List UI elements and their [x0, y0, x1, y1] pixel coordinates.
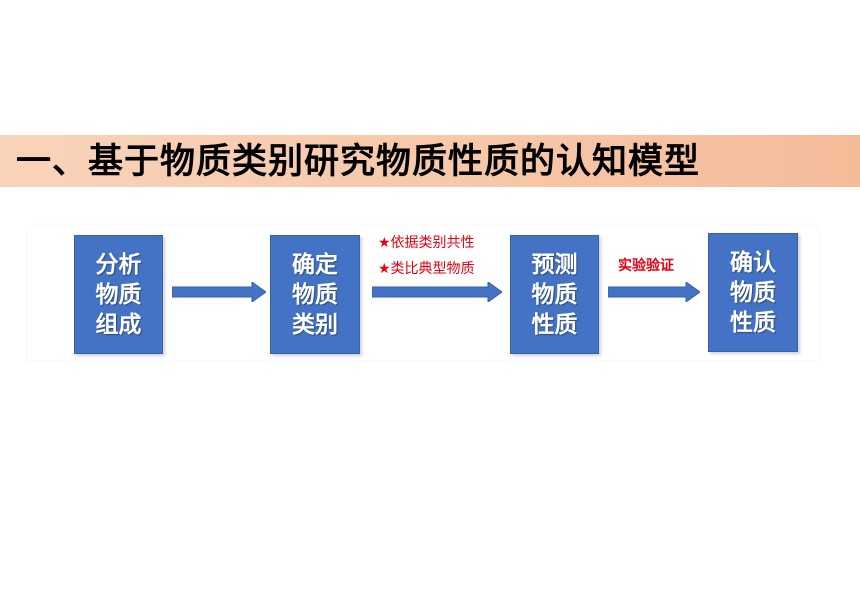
page-title: 一、基于物质类别研究物质性质的认知模型 — [16, 142, 701, 182]
annotation-typical-analogy: ★类比典型物质 — [378, 261, 475, 277]
step-label: 确认物质性质 — [730, 249, 776, 336]
arrow-right-icon — [172, 282, 266, 302]
step-label: 确定物质类别 — [292, 251, 338, 338]
step-label: 分析物质组成 — [95, 251, 142, 338]
arrow-right-icon — [372, 282, 502, 302]
step-label: 预测物质性质 — [531, 251, 578, 338]
annotation-category-commonality: ★依据类别共性 — [378, 235, 475, 251]
annotation-experimental-verification: 实验验证 — [618, 258, 674, 274]
arrow-right-icon — [608, 282, 700, 302]
step-box-predict-properties: 预测物质性质 — [510, 235, 599, 354]
title-band — [0, 135, 860, 187]
step-box-confirm-properties: 确认物质性质 — [708, 233, 798, 352]
step-box-determine-category: 确定物质类别 — [270, 235, 360, 354]
step-box-analyze-composition: 分析物质组成 — [74, 235, 163, 354]
